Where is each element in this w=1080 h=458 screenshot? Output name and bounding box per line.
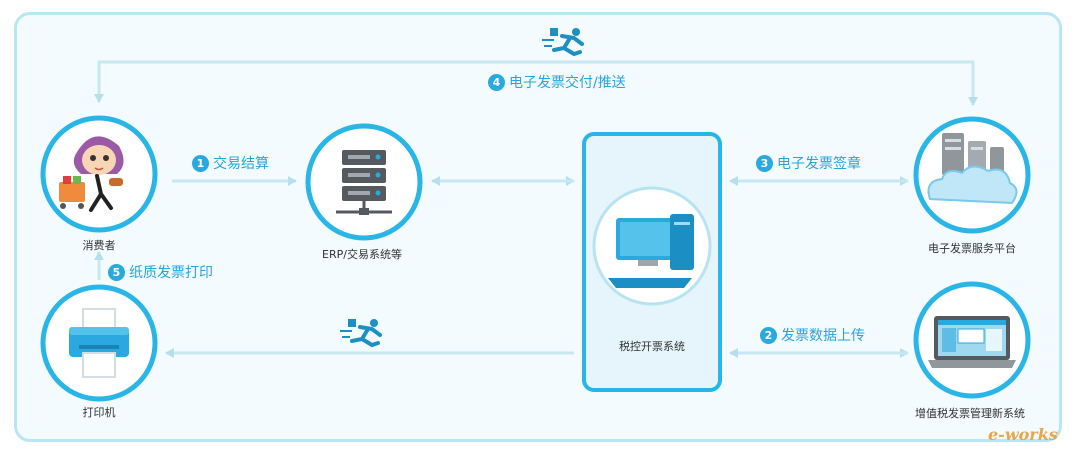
tax-control-label: 税控开票系统: [619, 340, 685, 353]
step-1-label: 交易结算: [213, 156, 269, 172]
step-2: 2 发票数据上传: [760, 325, 865, 345]
step-4-badge: 4: [488, 73, 505, 91]
step-4: 4 电子发票交付/推送: [488, 72, 626, 92]
printer-node: [40, 284, 158, 402]
step-1: 1 交易结算: [192, 153, 269, 173]
diagram-frame: [14, 12, 1062, 442]
step-5-label: 纸质发票打印: [129, 265, 213, 281]
erp-label: ERP/交易系统等: [322, 248, 402, 261]
step-5-badge: 5: [108, 263, 125, 281]
desktop-computer-icon: [608, 214, 694, 288]
consumer-node: [40, 115, 158, 233]
server-rack-icon: [336, 150, 392, 215]
step-1-badge: 1: [192, 154, 209, 172]
printer-icon: [69, 308, 129, 378]
running-courier-icon: [542, 28, 584, 57]
printer-label: 打印机: [82, 406, 116, 419]
step-3-badge: 3: [756, 154, 773, 172]
step-4-label: 电子发票交付/推送: [509, 75, 626, 91]
step-3-label: 电子发票签章: [777, 156, 861, 172]
erp-node: [305, 123, 423, 241]
shopping-woman-icon: [59, 136, 124, 212]
step-2-badge: 2: [760, 326, 777, 344]
tax-control-node: [582, 132, 722, 392]
step-3: 3 电子发票签章: [756, 153, 861, 173]
laptop-screen-icon: [928, 316, 1016, 368]
einvoice-platform-node: [913, 116, 1031, 234]
vat-system-label: 增值税发票管理新系统: [915, 407, 1025, 420]
running-courier-icon: [340, 319, 382, 348]
e-works-watermark: e-works: [988, 425, 1058, 444]
step-2-label: 发票数据上传: [781, 328, 865, 344]
step-5: 5 纸质发票打印: [108, 262, 213, 282]
consumer-label: 消费者: [82, 239, 116, 252]
einvoice-platform-label: 电子发票服务平台: [928, 242, 1016, 255]
vat-system-node: [913, 281, 1031, 399]
cloud-server-icon: [927, 133, 1018, 205]
